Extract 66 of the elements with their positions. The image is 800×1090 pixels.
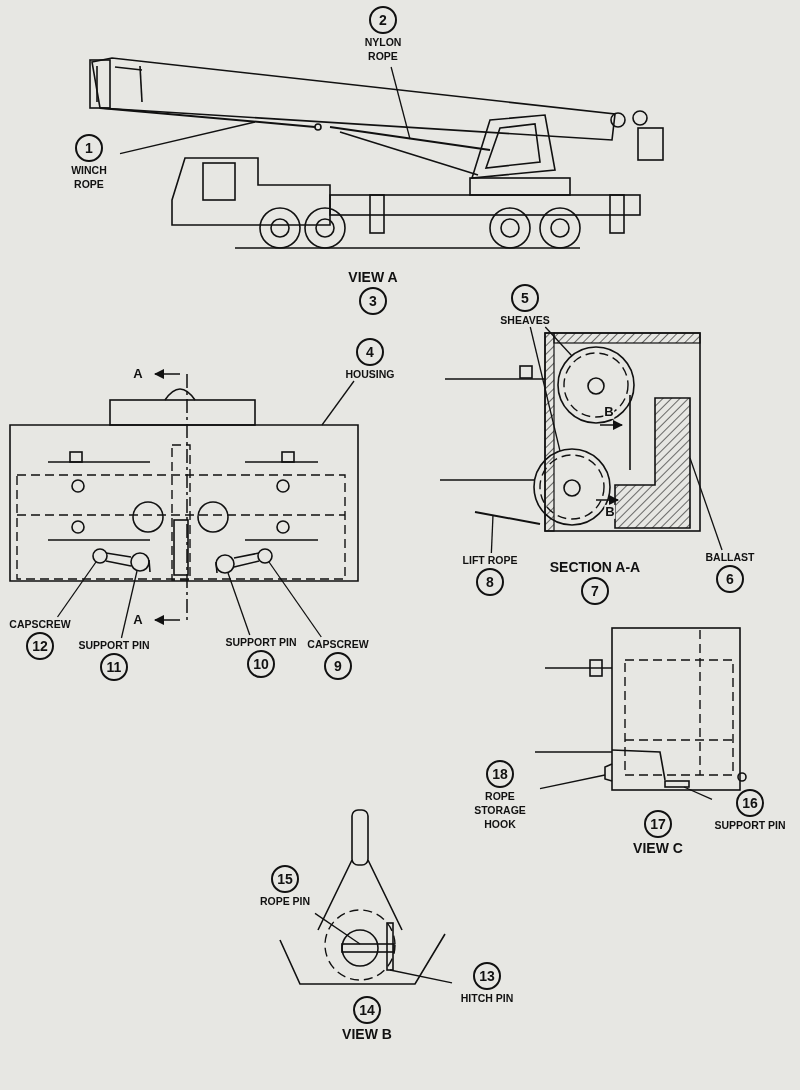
section-letter: B — [604, 504, 616, 520]
leader-line — [529, 326, 561, 452]
part-label: ROPE PIN — [259, 894, 311, 909]
rope-storage-hook — [604, 763, 613, 782]
support-pin — [215, 554, 235, 574]
ballast — [614, 397, 691, 529]
leader-line — [389, 969, 453, 984]
callout-number: 3 — [359, 287, 387, 316]
leader-line — [689, 457, 723, 551]
part-label: HITCH PIN — [460, 991, 514, 1006]
section-letter: B — [603, 404, 615, 420]
leader-line — [544, 326, 573, 357]
hitch-pin — [386, 922, 394, 971]
part-label: CAPSCREW — [9, 617, 71, 632]
callout-number: 5 — [511, 284, 539, 312]
part-label: HOUSING — [345, 367, 395, 382]
leader-line — [490, 514, 494, 554]
capscrew — [257, 548, 273, 564]
leader-line — [683, 786, 713, 800]
leader-line — [227, 572, 251, 636]
callout-number: 1 — [75, 134, 103, 162]
callout-number: 14 — [353, 996, 381, 1024]
part-label: SUPPORT PIN — [78, 638, 150, 653]
callout-number: 17 — [644, 810, 672, 838]
callout-number: 2 — [369, 6, 397, 34]
part-label: LIFT ROPE — [462, 553, 518, 568]
lift-rope — [474, 511, 541, 525]
winch-rope — [99, 107, 316, 128]
leader-line — [539, 774, 606, 790]
callout-number: 9 — [324, 652, 352, 681]
callout-number: 11 — [100, 653, 128, 682]
callout-number: 7 — [581, 577, 609, 606]
view-caption: VIEW A — [348, 268, 398, 287]
view-caption: VIEW B — [342, 1025, 392, 1044]
callout-number: 10 — [247, 650, 275, 679]
part-label: WINCH ROPE — [70, 163, 108, 192]
leader-line — [119, 121, 256, 155]
callout-number: 12 — [26, 632, 54, 661]
part-label: SHEAVES — [500, 313, 550, 328]
callout-number: 6 — [716, 565, 744, 594]
sheave — [557, 346, 635, 424]
callout-number: 15 — [271, 865, 299, 893]
part-label: BALLAST — [705, 550, 755, 565]
callout-number: 16 — [736, 789, 764, 817]
part-label: NYLON ROPE — [363, 35, 403, 64]
view-caption: SECTION A-A — [549, 558, 641, 577]
part-label: ROPE STORAGE HOOK — [473, 789, 527, 832]
leader-line — [120, 570, 138, 639]
part-label: SUPPORT PIN — [714, 818, 786, 833]
housing — [9, 424, 359, 582]
callout-number: 8 — [476, 568, 504, 597]
nylon-rope — [329, 126, 491, 151]
leader-line — [56, 561, 97, 618]
support-pin — [664, 780, 690, 788]
rope-pin — [341, 943, 395, 953]
capscrew — [92, 548, 108, 564]
part-label: CAPSCREW — [307, 637, 369, 652]
leader-line — [268, 561, 322, 638]
part-label: SUPPORT PIN — [225, 635, 297, 650]
leader-line — [321, 380, 355, 426]
callout-number: 18 — [486, 760, 514, 788]
view-caption: VIEW C — [633, 839, 683, 858]
callout-number: 13 — [473, 962, 501, 990]
callout-number: 4 — [356, 338, 384, 366]
support-pin — [130, 552, 150, 572]
leader-line — [390, 66, 411, 140]
